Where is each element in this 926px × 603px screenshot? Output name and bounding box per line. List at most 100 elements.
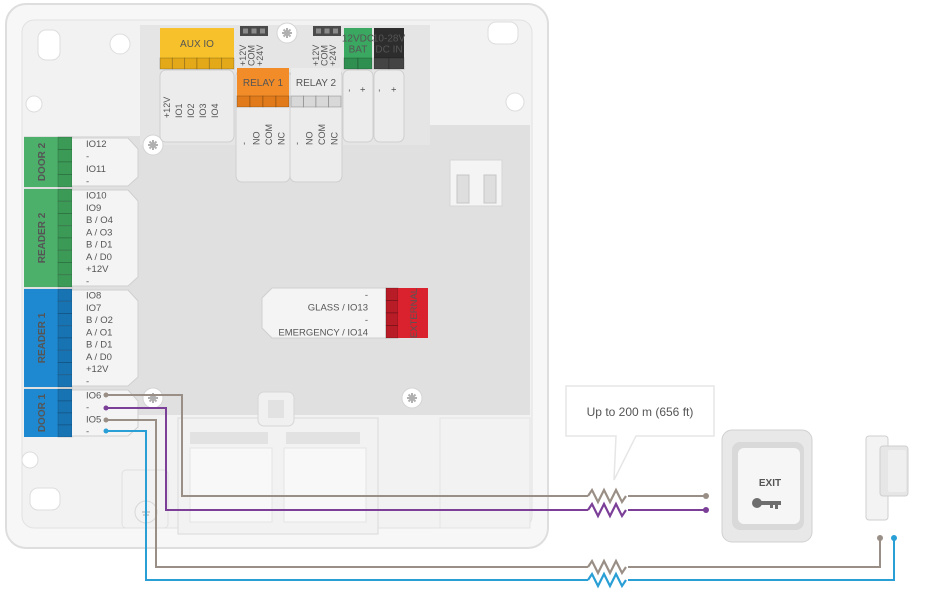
external-pin-label: -: [365, 315, 368, 326]
jumper-1-pin: [243, 28, 248, 34]
reader1-pin-label: B / D1: [86, 340, 112, 351]
reader1-pin-label: -: [86, 376, 89, 387]
door2-label-area: [72, 137, 139, 187]
door1-pin-label: -: [86, 403, 89, 414]
jumper-1-pin: [260, 28, 265, 34]
jumper-1-label: +12V: [238, 45, 248, 66]
aux-io-pin-label: IO2: [186, 103, 196, 118]
reader2-terminal: [57, 225, 73, 239]
reader2-terminal: [57, 237, 73, 251]
jumper-2-label: +24V: [328, 45, 338, 66]
battery-pin-label: -: [344, 89, 354, 92]
battery-pin-label: +: [358, 87, 368, 92]
reader2-pin-label: A / D0: [86, 252, 112, 263]
door2-block: [24, 137, 58, 187]
relay1-header: [237, 68, 289, 96]
reader2-pin-label: -: [86, 276, 89, 287]
reader2-terminal: [57, 213, 73, 227]
dc-in-terminal: [373, 57, 390, 70]
jumper-1-pin: [251, 28, 257, 34]
relay2-header: [291, 68, 341, 96]
door1-pin-label: IO6: [86, 391, 101, 402]
wires: [103, 392, 897, 589]
relay1-pin-label: COM: [264, 124, 274, 145]
relay2-pin-label: NO: [305, 132, 315, 146]
reader2-label-area: [72, 189, 139, 287]
door1-pin-label: IO5: [86, 415, 101, 426]
dc-in-pin-label: -: [374, 89, 384, 92]
screw-cross: [148, 393, 158, 403]
relay1-terminal: [275, 95, 290, 108]
dc-in-header: [374, 28, 404, 58]
relay1-terminal: [236, 95, 251, 108]
reader1-pin-label: A / O1: [86, 327, 112, 338]
key-icon: [752, 498, 781, 509]
external-terminal: [385, 325, 399, 339]
relay2-terminal: [290, 95, 304, 108]
aux-io-label: AUX IO: [180, 39, 214, 50]
reader1-label: READER 1: [37, 312, 48, 363]
distance-callout: Up to 200 m (656 ft): [565, 385, 715, 481]
relay2-terminal: [315, 95, 329, 108]
external-pin-label: EMERGENCY / IO14: [278, 328, 368, 339]
external-terminal: [385, 300, 399, 314]
external-terminal: [385, 312, 399, 326]
reader1-block: [24, 289, 58, 387]
door2-pin-label: -: [86, 151, 89, 162]
relay2-terminal: [303, 95, 317, 108]
wire: [106, 419, 588, 568]
door-contact-sensor: [865, 435, 909, 521]
relay2-pin-label: COM: [317, 124, 327, 145]
relay1-terminal: [249, 95, 264, 108]
door1-label: DOOR 1: [37, 393, 48, 432]
dc-in-label: DC IN: [375, 45, 402, 56]
dc-in-terminal: [388, 57, 405, 70]
terminal-dot: [103, 392, 109, 398]
door1-terminal: [57, 388, 73, 402]
reader2-pin-label: +12V: [86, 264, 109, 275]
exit-button-device: EXIT: [721, 429, 813, 543]
terminal-dot: [103, 405, 109, 411]
reader2-block: [24, 189, 58, 287]
door2-terminal: [57, 174, 73, 188]
jumper-1-label: COM: [247, 45, 257, 66]
battery-terminal: [357, 57, 373, 70]
aux-io-terminal: [221, 57, 235, 70]
door1-terminal: [57, 412, 73, 426]
screw-cross: [148, 140, 158, 150]
reader1-terminal: [57, 325, 73, 339]
wire-end: [703, 507, 709, 513]
door1-block: [24, 389, 58, 437]
relay2-terminal: [328, 95, 342, 108]
jumper-1-label: +24V: [255, 45, 265, 66]
dc-in-pin-label: +: [389, 87, 399, 92]
aux-io-header: [160, 28, 234, 58]
aux-io-terminal: [208, 57, 223, 70]
jumper-2-pin: [333, 28, 338, 34]
aux-io-pin-area: [159, 69, 235, 143]
terminal-dot: [103, 417, 109, 423]
aux-io-pin-label: IO1: [174, 103, 184, 118]
resistor-icon: [587, 558, 627, 576]
reader1-label-area: [72, 289, 139, 387]
battery-header: [344, 28, 372, 58]
external-pin-label: -: [365, 290, 368, 301]
relay1-terminal: [262, 95, 277, 108]
aux-io-pin-label: +12V: [162, 97, 172, 118]
bat-pin-area: [342, 69, 374, 143]
dc-in-label: 10-28V: [373, 34, 406, 45]
aux-io-terminal: [196, 57, 210, 70]
wire: [106, 430, 588, 581]
reader1-terminal: [57, 288, 73, 302]
wire: [106, 407, 588, 511]
relay1-pin-label: NO: [252, 132, 262, 146]
relay2-pin-label: NC: [330, 132, 340, 145]
screw-cross: [407, 393, 417, 403]
door1-terminal: [57, 424, 73, 438]
reader1-pin-label: +12V: [86, 364, 109, 375]
battery-label: BAT: [349, 45, 368, 56]
door2-terminal: [57, 149, 73, 163]
terminal-dot: [103, 428, 109, 434]
reader2-pin-label: IO10: [86, 191, 107, 202]
